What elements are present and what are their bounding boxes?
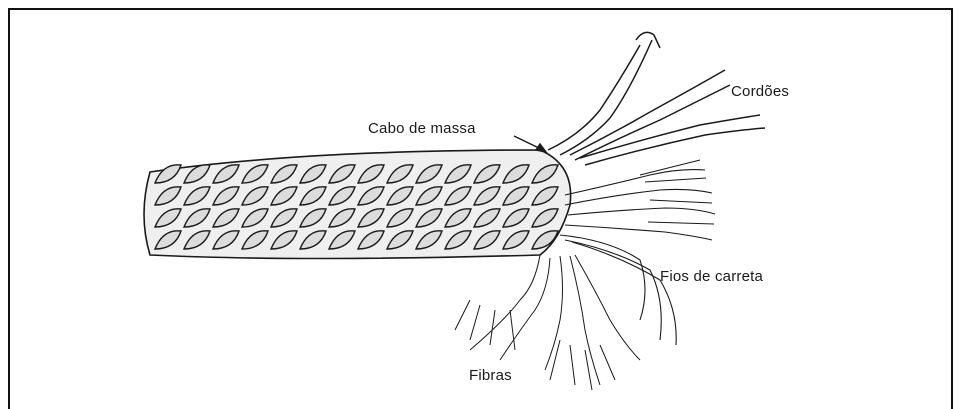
label-fibras: Fibras (469, 367, 512, 384)
label-cabo-de-massa: Cabo de massa (368, 120, 476, 137)
label-fios-de-carreta: Fios de carreta (660, 268, 763, 285)
label-cordoes: Cordões (731, 83, 789, 100)
